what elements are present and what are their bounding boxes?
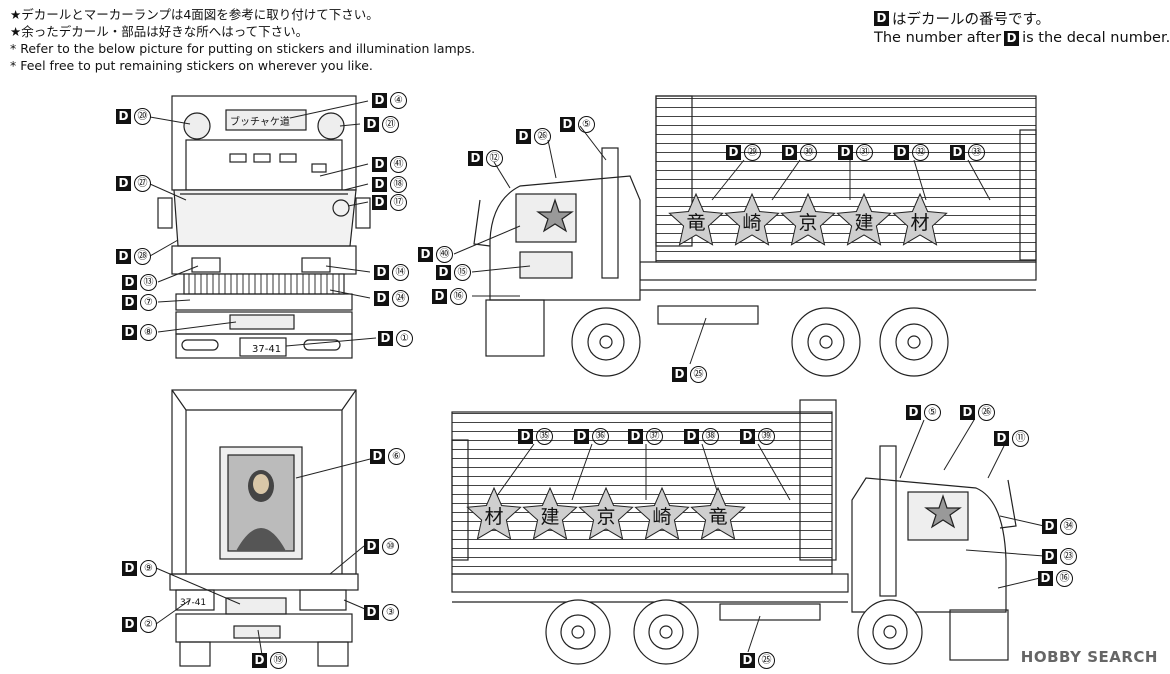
bed-kanji-label: 崎 xyxy=(742,212,761,234)
bed-star-decal xyxy=(780,192,836,246)
instruction-line-4: * Feel free to put remaining stickers on… xyxy=(10,58,373,73)
rear-view xyxy=(169,389,359,667)
bed-star-decal xyxy=(892,192,948,246)
watermark: HOBBY SEARCH xyxy=(1020,648,1158,666)
bed-star-decal xyxy=(522,486,578,540)
bed-kanji-label: 京 xyxy=(596,506,615,528)
instruction-line-3: * Refer to the below picture for putting… xyxy=(10,41,476,56)
bed-kanji-label: 竜 xyxy=(708,506,727,528)
legend-jp-text: はデカールの番号です。 xyxy=(892,12,1051,28)
bed-kanji-label: 建 xyxy=(540,506,559,528)
legend-en-before: The number after xyxy=(874,30,1002,46)
legend-jp: D はデカールの番号です。 xyxy=(874,8,1050,29)
bed-star-decal xyxy=(668,192,724,246)
bed-kanji-label: 材 xyxy=(910,212,929,234)
instruction-line-1: ★デカールとマーカーランプは4面図を参考に取り付けて下さい。 xyxy=(10,7,379,22)
legend-en-after: is the decal number. xyxy=(1022,30,1170,46)
bed-kanji-label: 材 xyxy=(484,506,503,528)
bed-kanji-label: 建 xyxy=(854,212,873,234)
bed-star-decal xyxy=(634,486,690,540)
rear-plate-text: 37-41 xyxy=(180,598,206,608)
legend-en: The number after D is the decal number. xyxy=(874,30,1170,46)
decal-marker-icon: D xyxy=(1004,30,1020,46)
bed-star-decals-left: 材建京崎竜 xyxy=(466,486,746,540)
bed-star-decals-right: 竜崎京建材 xyxy=(668,192,948,246)
bed-kanji-label: 京 xyxy=(798,212,817,234)
bed-kanji-label: 崎 xyxy=(652,506,671,528)
bed-star-decal xyxy=(836,192,892,246)
front-view xyxy=(157,95,371,359)
decal-marker-icon: D xyxy=(874,11,889,26)
bed-kanji-label: 竜 xyxy=(686,212,705,234)
front-plate-text: 37-41 xyxy=(252,344,281,355)
side-view-right xyxy=(473,95,1037,377)
cab-star-right xyxy=(536,198,574,233)
bed-star-decal xyxy=(578,486,634,540)
instruction-line-2: ★余ったデカール・部品は好きな所へはって下さい。 xyxy=(10,24,309,39)
front-visor-text: ブッチャケ道 xyxy=(230,115,290,128)
bed-star-decal xyxy=(466,486,522,540)
cab-star-left xyxy=(924,494,962,529)
leader-lines xyxy=(149,100,1045,656)
bed-star-decal xyxy=(724,192,780,246)
bed-star-decal xyxy=(690,486,746,540)
